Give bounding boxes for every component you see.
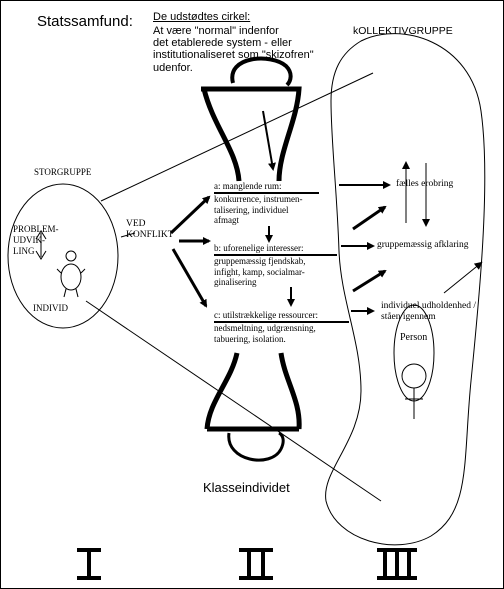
bottom-loop [227,431,285,462]
item-a-text: konkurrence, instrumen- talisering, indi… [214,194,303,225]
individual-body [60,263,82,291]
arrow-conflict-a [169,195,211,235]
item-a-heading: a: manglende rum: [214,181,282,191]
numeral-I-shape [77,548,101,580]
numeral-II-shape [239,548,273,580]
collective-group-label: kOLLEKTIVGRUPPE [353,25,453,37]
problem-arrow-up [35,230,47,240]
arrow-conflict-c [171,248,208,308]
arrow-diagonal-collective [443,261,483,294]
perspective-line-bottom [85,300,382,502]
problem-arrow-down [35,250,47,260]
individual-leg-left [63,288,67,298]
item-b-heading: b: uforenelige interesser: [214,243,304,253]
collective-group-outline [325,33,486,546]
arrow-diag-1 [352,205,387,231]
numeral-III-shape [377,548,417,580]
item-c-text: nedsmeltning, udgrænsning, tabuering, is… [214,323,316,344]
outcome-individual-endurance: individuel udholdenhed / ståen igennem [381,301,476,322]
individual-arm-left [56,268,62,274]
problem-development-label: PROBLEM- UDVIK- LING [13,224,59,256]
outcast-text: At være "normal" indenfor det etablerede… [153,25,314,74]
item-c-heading: c: utilstrækkelige ressourcer: [214,310,318,320]
individual-arm-right [80,268,86,274]
class-individual-label: Klasseindividet [203,480,290,495]
perspective-line-top [100,72,374,202]
individual-label: INDIVID [33,303,68,313]
problem-conflict-link [120,232,136,238]
outcome-common-conquest: fælles erobring [396,179,454,189]
lower-funnel [204,352,302,432]
individual-head [65,250,77,262]
conflict-label: VED KONFLIKT [126,219,174,240]
top-loop [230,56,293,87]
outcast-heading: De udstødtes cirkel: [153,11,251,23]
upper-funnel [201,86,302,182]
big-group-label: STORGRUPPE [34,167,92,177]
item-b-text: gruppemæssig fjendskab, infight, kamp, s… [214,256,306,287]
big-group-ellipse [7,183,119,329]
arrow-diag-2 [352,269,387,293]
individual-leg-right [75,288,79,298]
upper-funnel-arrow [262,110,276,171]
diagram-title: Statssamfund: [37,13,133,30]
person-symbol-circle [401,363,427,389]
outcome-group-clarification: gruppemæssig afklaring [377,240,469,250]
person-label: Person [400,332,428,343]
